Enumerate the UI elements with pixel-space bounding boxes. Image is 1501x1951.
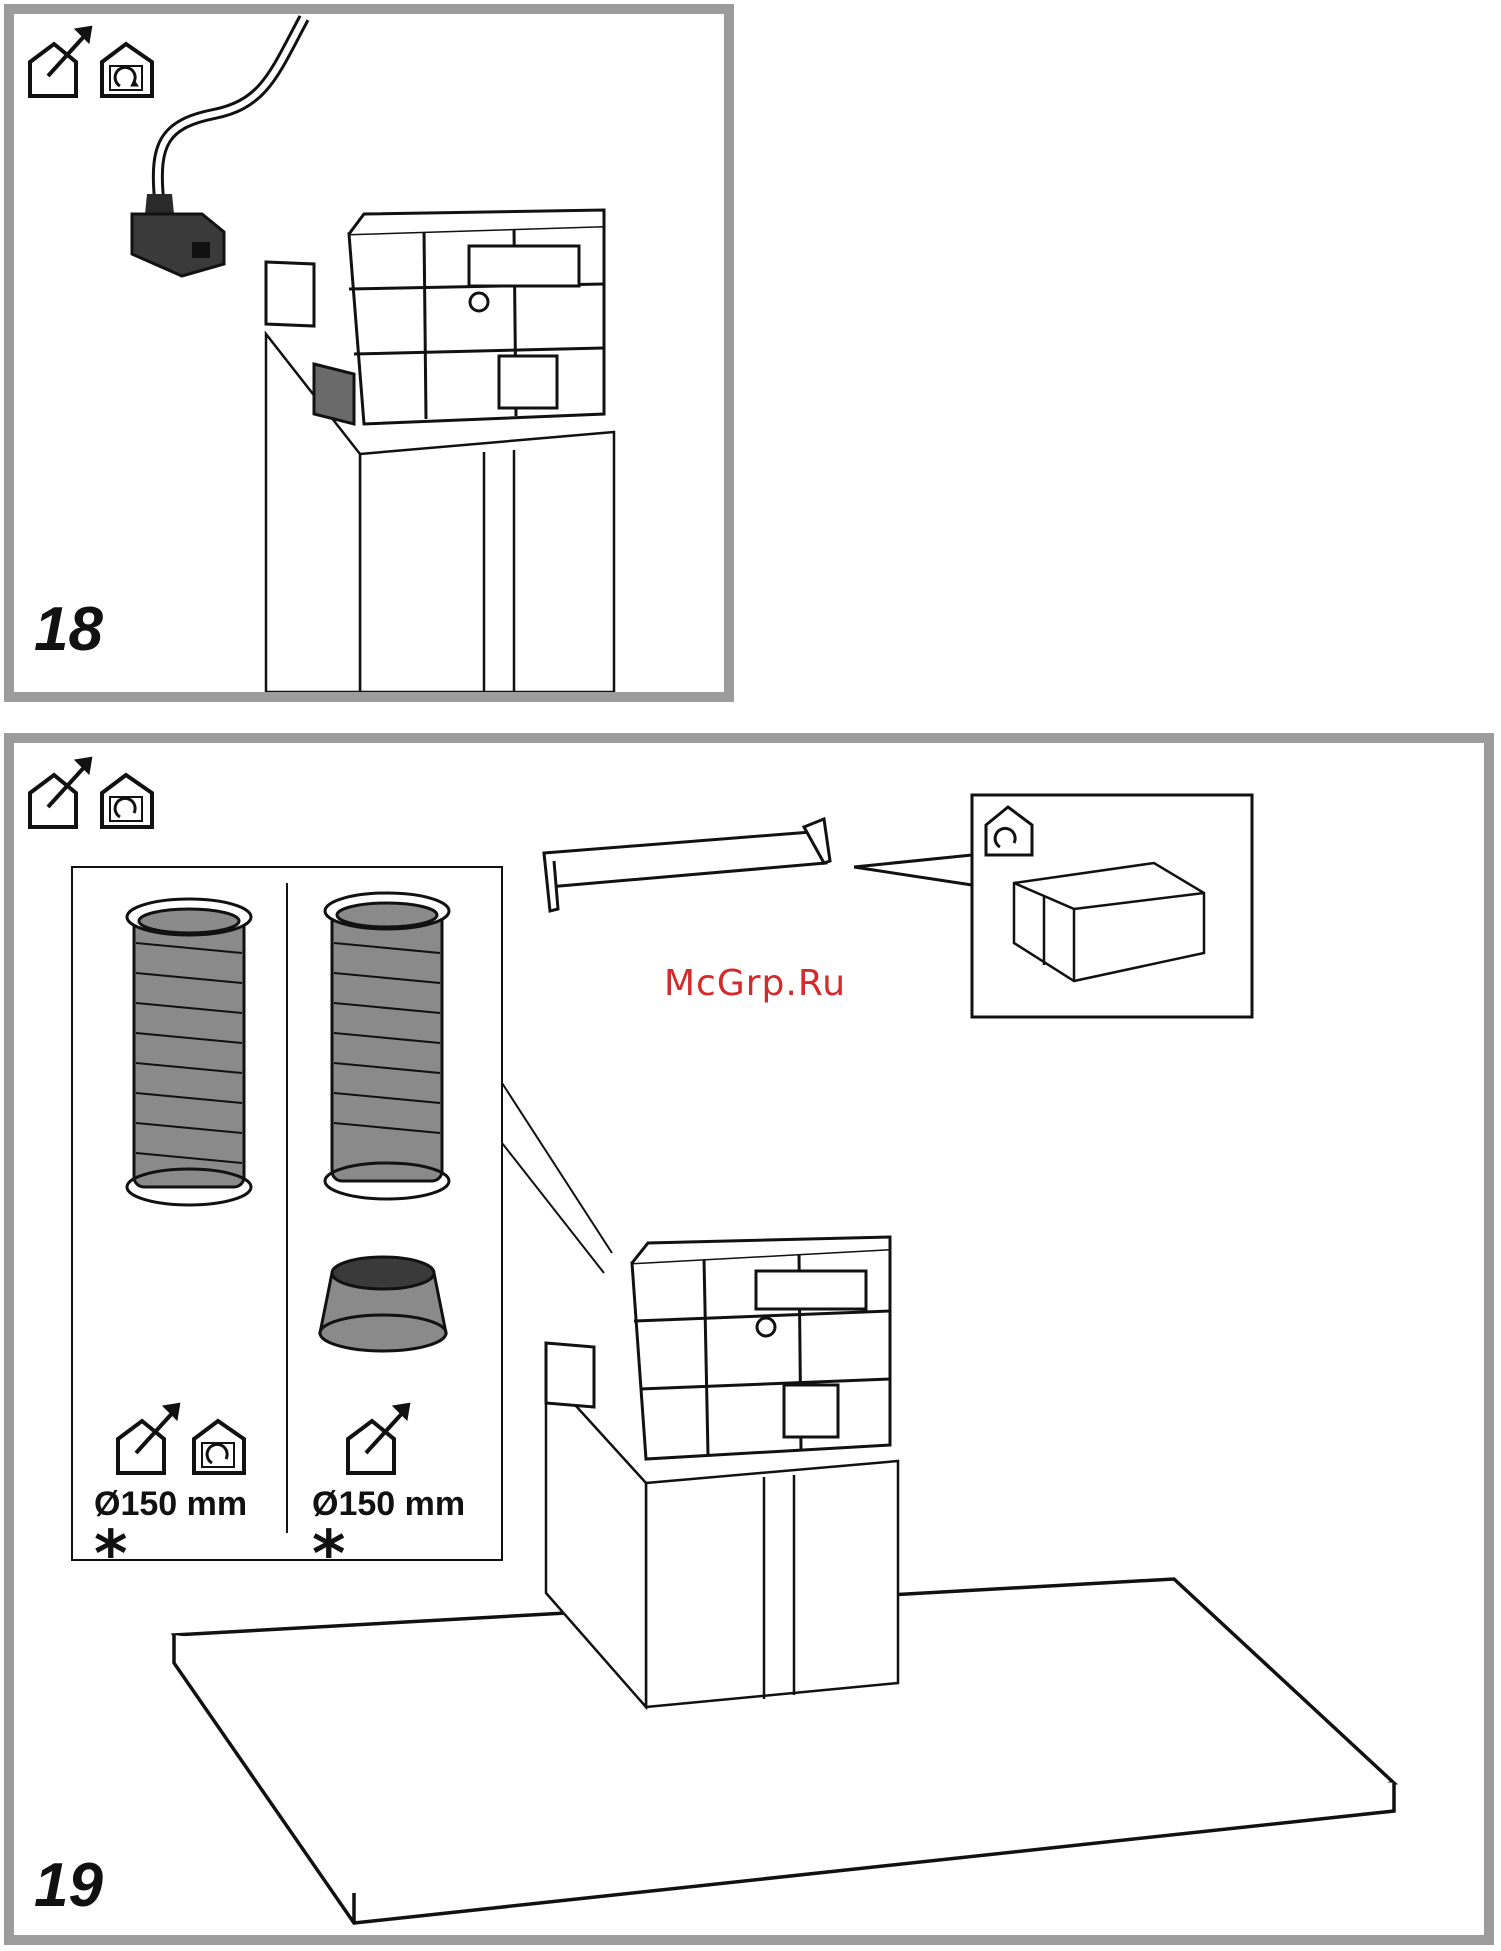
ducted-house-icon (30, 759, 90, 827)
duct-adapter-ring (320, 1257, 446, 1351)
ducted-house-icon (30, 28, 90, 96)
step-18-panel: 18 (4, 4, 734, 702)
recirculation-house-icon (102, 44, 152, 96)
power-cable-plug (132, 18, 304, 276)
flexible-duct-right (325, 893, 449, 1199)
flexible-duct-left (127, 899, 251, 1205)
recirculation-house-icon (102, 775, 152, 827)
step-number: 19 (34, 1855, 103, 1917)
recirculation-detail-box (972, 795, 1252, 1017)
wall-bracket (544, 819, 830, 911)
callout-line (854, 867, 972, 885)
motor-housing (266, 210, 604, 424)
step-19-panel: McGrp.Ru Ø150 mm * Ø150 mm * 19 (4, 733, 1494, 1945)
step-18-illustration (14, 14, 724, 692)
optional-mark-right: * (312, 1523, 345, 1587)
step-number: 18 (34, 599, 103, 661)
watermark: McGrp.Ru (664, 963, 846, 1004)
callout-line (854, 855, 972, 867)
motor-housing (546, 1237, 890, 1459)
optional-mark-left: * (94, 1523, 127, 1587)
step-19-illustration (14, 743, 1484, 1935)
